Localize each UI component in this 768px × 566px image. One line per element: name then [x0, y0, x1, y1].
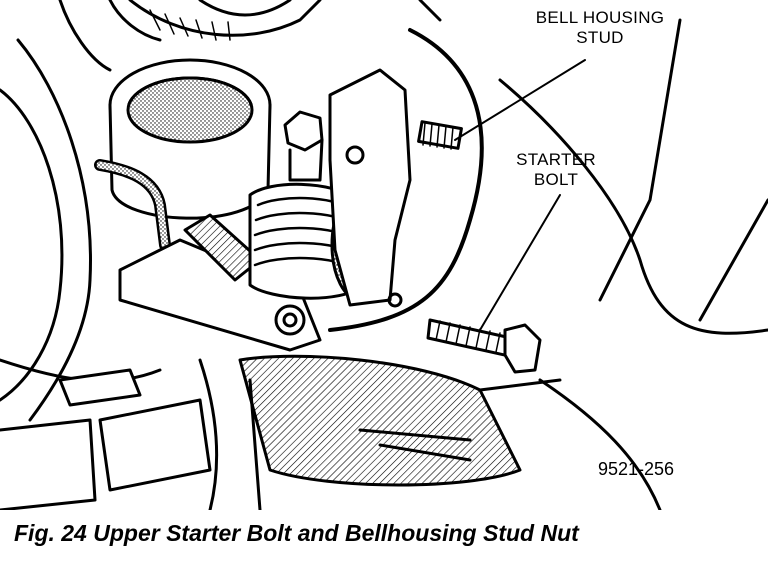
starter-bolt-label-line2: BOLT — [533, 170, 579, 189]
top-hex-bolt — [283, 110, 324, 152]
bell-housing-stud — [417, 120, 463, 150]
starter-bolt-label-line1: STARTER — [516, 150, 596, 169]
bell-housing-leader — [454, 59, 586, 141]
bell-housing-edge — [328, 28, 484, 332]
starter-bolt-label: STARTER BOLT — [486, 150, 626, 190]
starter-bolt — [426, 318, 542, 374]
mounting-plate — [328, 68, 412, 307]
throttle-bracket — [118, 238, 322, 352]
starter-bolt-leader — [479, 194, 561, 331]
bell-housing-stud-label-line2: STUD — [576, 28, 624, 47]
figure-number: 9521-256 — [598, 459, 675, 479]
engine-illustration — [0, 0, 768, 510]
bell-housing-stud-label-line1: BELL HOUSING — [535, 8, 665, 27]
left-hose — [0, 88, 64, 402]
figure-caption: Fig. 24 Upper Starter Bolt and Bellhousi… — [14, 520, 579, 546]
bell-housing-stud-label: BELL HOUSING STUD — [500, 8, 700, 48]
